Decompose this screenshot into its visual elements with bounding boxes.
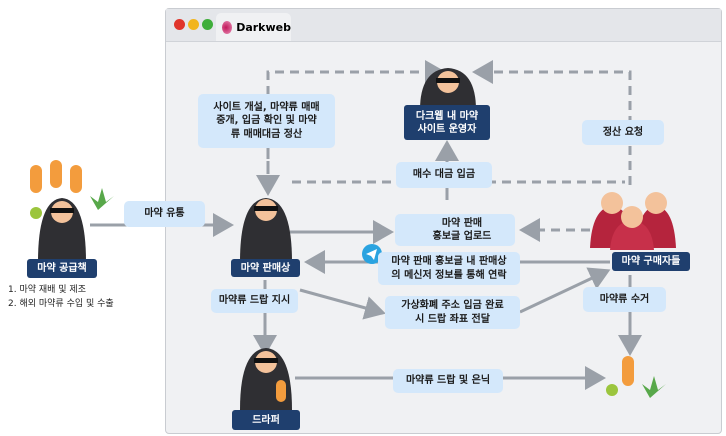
operator-figure [420, 68, 476, 110]
drop-hide-box: 마약류 드랍 및 은닉 [393, 369, 503, 393]
telegram-icon [362, 244, 382, 264]
browser-tab-bar: Darkweb [166, 9, 721, 42]
minimize-window-icon[interactable] [188, 19, 199, 30]
contact-box: 마약 판매 홍보글 내 판매상 의 메신저 정보를 통해 연락 [378, 252, 520, 285]
buyers-figure [590, 192, 676, 250]
close-window-icon[interactable] [174, 19, 185, 30]
drugs-icon [606, 356, 666, 398]
supplier-notes: 1. 마약 재배 및 제조 2. 해외 마약류 수입 및 수출 [8, 284, 114, 311]
distribution-box: 마약 유통 [124, 201, 205, 227]
settlement-box: 정산 요청 [582, 120, 664, 145]
dropper-label: 드라퍼 [232, 410, 300, 430]
tor-onion-icon [222, 20, 233, 34]
promo-box: 마약 판매 홍보글 업로드 [395, 214, 515, 246]
supplier-label: 마약 공급책 [27, 259, 97, 278]
supplier-note: 2. 해외 마약류 수입 및 수출 [8, 298, 114, 309]
site-role-box: 사이트 개설, 마약류 매매 중개, 입금 확인 및 마약 류 매매대금 정산 [198, 94, 335, 148]
buyers-label: 마약 구매자들 [612, 252, 690, 271]
seller-figure [240, 198, 292, 262]
supplier-figure [30, 160, 114, 262]
seller-label: 마약 판매상 [231, 259, 300, 277]
pickup-box: 마약류 수거 [583, 287, 666, 312]
coords-box: 가상화폐 주소 입금 완료 시 드랍 좌표 전달 [385, 296, 520, 329]
maximize-window-icon[interactable] [202, 19, 213, 30]
operator-label: 다크웹 내 마약 사이트 운영자 [404, 105, 490, 140]
drop-order-box: 마약류 드랍 지시 [211, 289, 298, 313]
payment-box: 매수 대금 입금 [396, 162, 492, 188]
tab-title: Darkweb [236, 20, 291, 34]
supplier-note: 1. 마약 재배 및 제조 [8, 285, 86, 295]
browser-tab[interactable]: Darkweb [216, 13, 291, 41]
dropper-figure [240, 348, 292, 410]
